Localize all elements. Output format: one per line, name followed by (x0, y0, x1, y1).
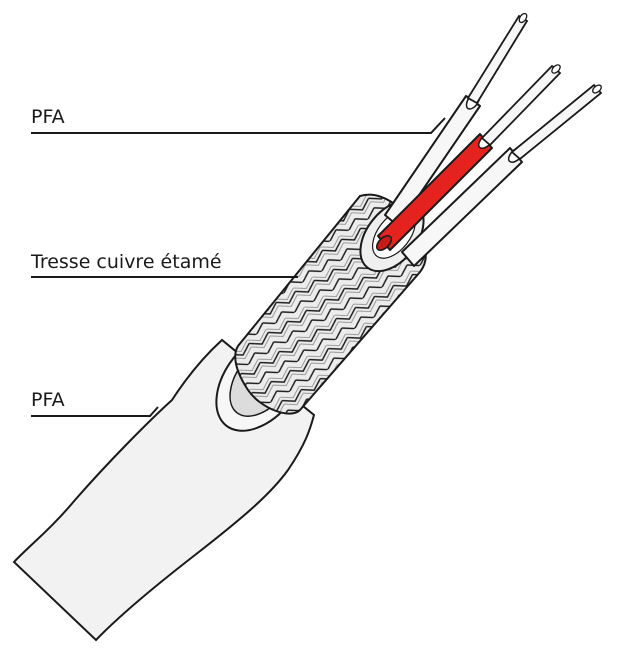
leader-line-1 (31, 117, 446, 134)
callout-label-tinned-copper-braid: Tresse cuivre étamé (31, 251, 222, 273)
conductor-white-2 (401, 83, 603, 267)
callout-label-pfa-conductor-insulation: PFA (31, 106, 65, 128)
conductor-red (375, 64, 562, 252)
conductors (375, 12, 603, 267)
leader-lines (31, 117, 446, 417)
leader-line-3 (31, 406, 159, 417)
conductor-white-1 (384, 12, 529, 227)
callout-label-pfa-outer-jacket: PFA (31, 389, 65, 411)
